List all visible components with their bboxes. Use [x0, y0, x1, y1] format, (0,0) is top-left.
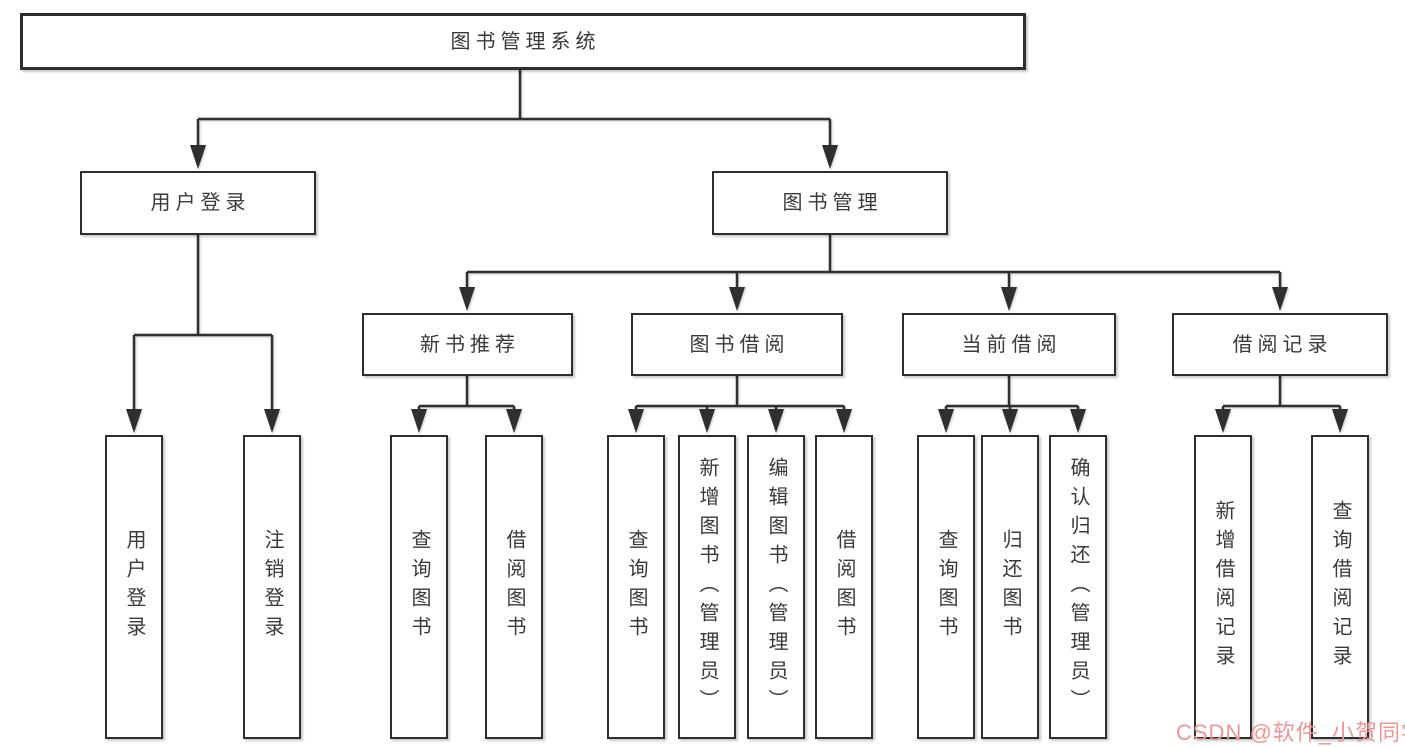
- leaf-label: 编辑图书（管理员）: [765, 456, 787, 718]
- leaf-query-books-borrowing: 查询图书: [607, 435, 665, 739]
- leaf-logout: 注销登录: [243, 435, 301, 739]
- node-current-borrowing: 当前借阅: [902, 313, 1116, 376]
- arrowhead: [768, 409, 784, 433]
- leaf-label: 查询借阅记录: [1329, 500, 1351, 674]
- arrowhead: [1272, 287, 1288, 311]
- arrowhead: [459, 287, 475, 311]
- node-borrowing-records: 借阅记录: [1172, 313, 1388, 376]
- arrowhead: [1070, 409, 1086, 433]
- node-root-label: 图书管理系统: [450, 30, 601, 53]
- node-root: 图书管理系统: [20, 13, 1026, 70]
- leaf-label: 查询图书: [625, 529, 647, 645]
- node-book-management: 图书管理: [712, 171, 948, 235]
- arrowhead: [264, 409, 280, 433]
- arrowhead: [836, 409, 852, 433]
- node-user-login-label: 用户登录: [150, 192, 251, 214]
- node-borrowing-records-label: 借阅记录: [1232, 333, 1333, 356]
- leaf-borrow-books: 借阅图书: [815, 435, 873, 739]
- node-book-management-label: 图书管理: [782, 192, 883, 214]
- leaf-label: 查询图书: [935, 529, 957, 645]
- leaf-label: 借阅图书: [503, 529, 525, 645]
- node-new-book-recommend: 新书推荐: [362, 313, 573, 376]
- leaf-label: 归还图书: [999, 529, 1021, 645]
- arrowhead: [506, 409, 522, 433]
- arrowhead: [190, 145, 206, 169]
- leaf-query-books-current: 查询图书: [917, 435, 975, 739]
- arrowhead: [1002, 409, 1018, 433]
- leaf-edit-books-admin: 编辑图书（管理员）: [747, 435, 805, 739]
- leaf-label: 查询图书: [408, 529, 430, 645]
- connector-borrowing-records: [1215, 376, 1348, 433]
- arrowhead: [938, 409, 954, 433]
- leaf-label: 新增借阅记录: [1212, 500, 1234, 674]
- arrowhead: [822, 145, 838, 169]
- leaf-add-books-admin: 新增图书（管理员）: [678, 435, 736, 739]
- leaf-label: 借阅图书: [833, 529, 855, 645]
- leaf-return-books: 归还图书: [981, 435, 1039, 739]
- connector-current-borrowing: [938, 376, 1086, 433]
- node-book-borrowing: 图书借阅: [631, 313, 843, 376]
- arrowhead: [729, 287, 745, 311]
- connector-book-management: [459, 235, 1288, 311]
- connector-book-borrowing: [628, 376, 852, 433]
- node-user-login: 用户登录: [80, 171, 316, 235]
- arrowhead: [411, 409, 427, 433]
- connector-new-book-recommend: [411, 376, 522, 433]
- arrowhead: [628, 409, 644, 433]
- leaf-add-borrow-record: 新增借阅记录: [1194, 435, 1252, 739]
- arrowhead: [699, 409, 715, 433]
- leaf-label: 注销登录: [261, 529, 283, 645]
- arrowhead: [1001, 287, 1017, 311]
- connector-user-login: [126, 235, 280, 433]
- leaf-label: 新增图书（管理员）: [696, 456, 718, 718]
- leaf-query-borrow-record: 查询借阅记录: [1311, 435, 1369, 739]
- arrowhead: [126, 409, 142, 433]
- leaf-user-login: 用户登录: [105, 435, 163, 739]
- leaf-query-books-recommend: 查询图书: [390, 435, 448, 739]
- csdn-watermark: CSDN @软件_小贺同学: [1176, 720, 1405, 745]
- connector-root: [190, 70, 838, 169]
- leaf-label: 确认归还（管理员）: [1067, 456, 1089, 718]
- arrowhead: [1332, 409, 1348, 433]
- arrowhead: [1215, 409, 1231, 433]
- leaf-label: 用户登录: [123, 529, 145, 645]
- leaf-confirm-return-admin: 确认归还（管理员）: [1049, 435, 1107, 739]
- leaf-borrow-books-recommend: 借阅图书: [485, 435, 543, 739]
- node-current-borrowing-label: 当前借阅: [961, 333, 1062, 356]
- node-new-book-recommend-label: 新书推荐: [420, 333, 520, 356]
- node-book-borrowing-label: 图书借阅: [689, 333, 790, 356]
